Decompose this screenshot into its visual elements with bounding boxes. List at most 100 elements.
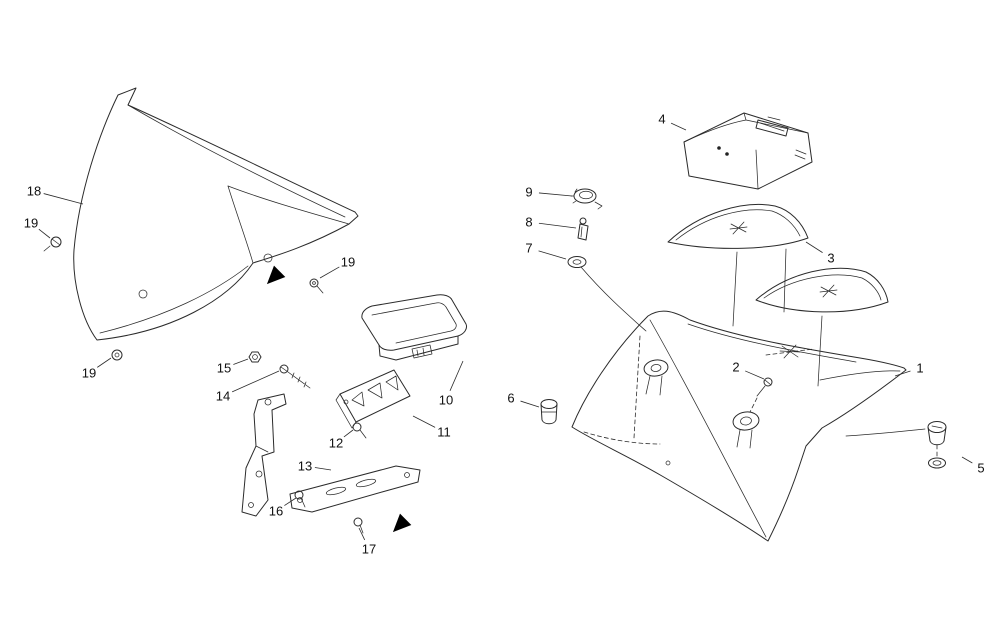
- callout-4: 4: [658, 112, 687, 131]
- leader-line: [538, 250, 567, 260]
- receptacle-part-5: [845, 421, 947, 469]
- instrument-pod-part: [361, 294, 467, 361]
- callout-label: 4: [658, 112, 665, 127]
- storage-box-part: [683, 112, 813, 190]
- callout-label: 10: [439, 393, 453, 408]
- pod-bracket-part: [335, 369, 411, 429]
- callout-6: 6: [507, 391, 540, 408]
- mount-bracket-left: [241, 393, 287, 517]
- windshield-part: [73, 87, 359, 341]
- callout-label: 19: [82, 366, 96, 381]
- screw-2: [749, 377, 773, 413]
- callout-16: 16: [269, 497, 297, 519]
- leader-line: [43, 193, 84, 205]
- leader-line: [745, 370, 765, 380]
- leader-line: [538, 192, 573, 197]
- screw-12: [352, 422, 367, 439]
- callout-3: 3: [805, 241, 835, 266]
- callout-label: 18: [27, 184, 41, 199]
- leader-line: [412, 415, 436, 428]
- callout-11: 11: [412, 415, 451, 440]
- callout-label: 6: [507, 391, 514, 406]
- windshield-mount-hole: [138, 289, 148, 299]
- callout-14: 14: [216, 370, 280, 404]
- trim-strip-upper: [667, 204, 809, 249]
- leader-line: [670, 122, 687, 131]
- leader-line: [314, 467, 332, 471]
- callout-17: 17: [358, 527, 376, 557]
- leader-line: [520, 400, 540, 408]
- valve-part-8: [577, 217, 589, 241]
- callout-label: 2: [732, 360, 739, 375]
- callout-10: 10: [439, 360, 464, 408]
- leader-line: [319, 266, 340, 279]
- callout-label: 7: [525, 241, 532, 256]
- callout-18: 18: [27, 184, 84, 205]
- leader-line: [284, 497, 297, 506]
- trim-strip-lower: [755, 267, 889, 313]
- callout-12: 12: [329, 429, 354, 451]
- direction-arrow-icon: [392, 513, 412, 533]
- leader-line: [38, 228, 51, 239]
- leader-line: [231, 370, 280, 393]
- direction-arrows-layer: [266, 265, 412, 533]
- latch: [755, 119, 789, 137]
- callout-label: 17: [362, 542, 376, 557]
- leader-line: [233, 358, 249, 365]
- gauge-opening: [732, 411, 760, 431]
- callout-label: 1: [916, 361, 923, 376]
- callout-19: 19: [82, 357, 112, 381]
- texture-mark: [819, 284, 838, 298]
- callout-label: 5: [977, 461, 984, 476]
- callout-15: 15: [217, 358, 249, 376]
- callout-9: 9: [525, 185, 573, 200]
- callout-19: 19: [24, 216, 51, 239]
- callout-label: 12: [329, 436, 343, 451]
- plug-part-6: [540, 399, 558, 425]
- console-assembly-part: [571, 310, 907, 542]
- leader-line: [894, 370, 911, 377]
- leader-line: [538, 222, 577, 229]
- callout-2: 2: [732, 360, 765, 380]
- direction-arrow-icon: [266, 265, 286, 285]
- leader-line: [449, 360, 464, 391]
- callout-label: 19: [341, 255, 355, 270]
- callout-1: 1: [894, 361, 924, 377]
- callout-label: 3: [827, 251, 834, 266]
- fastener-rivet-19-right: [309, 278, 324, 294]
- callout-label: 14: [216, 389, 230, 404]
- grommet-part-7: [567, 256, 647, 332]
- gauge-opening: [643, 359, 669, 377]
- fastener-washer-19-bottom: [111, 349, 123, 361]
- callout-label: 11: [437, 425, 451, 440]
- callout-label: 15: [217, 361, 231, 376]
- trim-alignment-lines: [732, 248, 823, 387]
- callout-19: 19: [319, 255, 355, 279]
- leader-line: [343, 429, 354, 438]
- callout-label: 13: [298, 459, 312, 474]
- fastener-screw-19-left: [43, 236, 62, 252]
- texture-mark: [729, 221, 748, 235]
- leader-line: [97, 357, 112, 368]
- leader-line: [805, 241, 823, 253]
- callout-label: 19: [24, 216, 38, 231]
- mount-bracket-lower-arm: [289, 465, 421, 513]
- callout-label: 8: [525, 215, 532, 230]
- screw-16: [294, 490, 306, 508]
- callout-5: 5: [961, 456, 985, 476]
- screw-14: [279, 364, 311, 389]
- callout-label: 9: [525, 185, 532, 200]
- leader-line: [358, 527, 366, 541]
- callout-13: 13: [298, 459, 332, 474]
- callout-7: 7: [525, 241, 567, 260]
- alignment-mark: [779, 344, 801, 359]
- leader-line: [961, 456, 973, 464]
- nut-15: [248, 351, 262, 363]
- windshield-mount-hole: [263, 253, 273, 263]
- screw-17: [353, 517, 364, 534]
- callout-label: 16: [269, 504, 283, 519]
- cap-part-9: [570, 188, 603, 210]
